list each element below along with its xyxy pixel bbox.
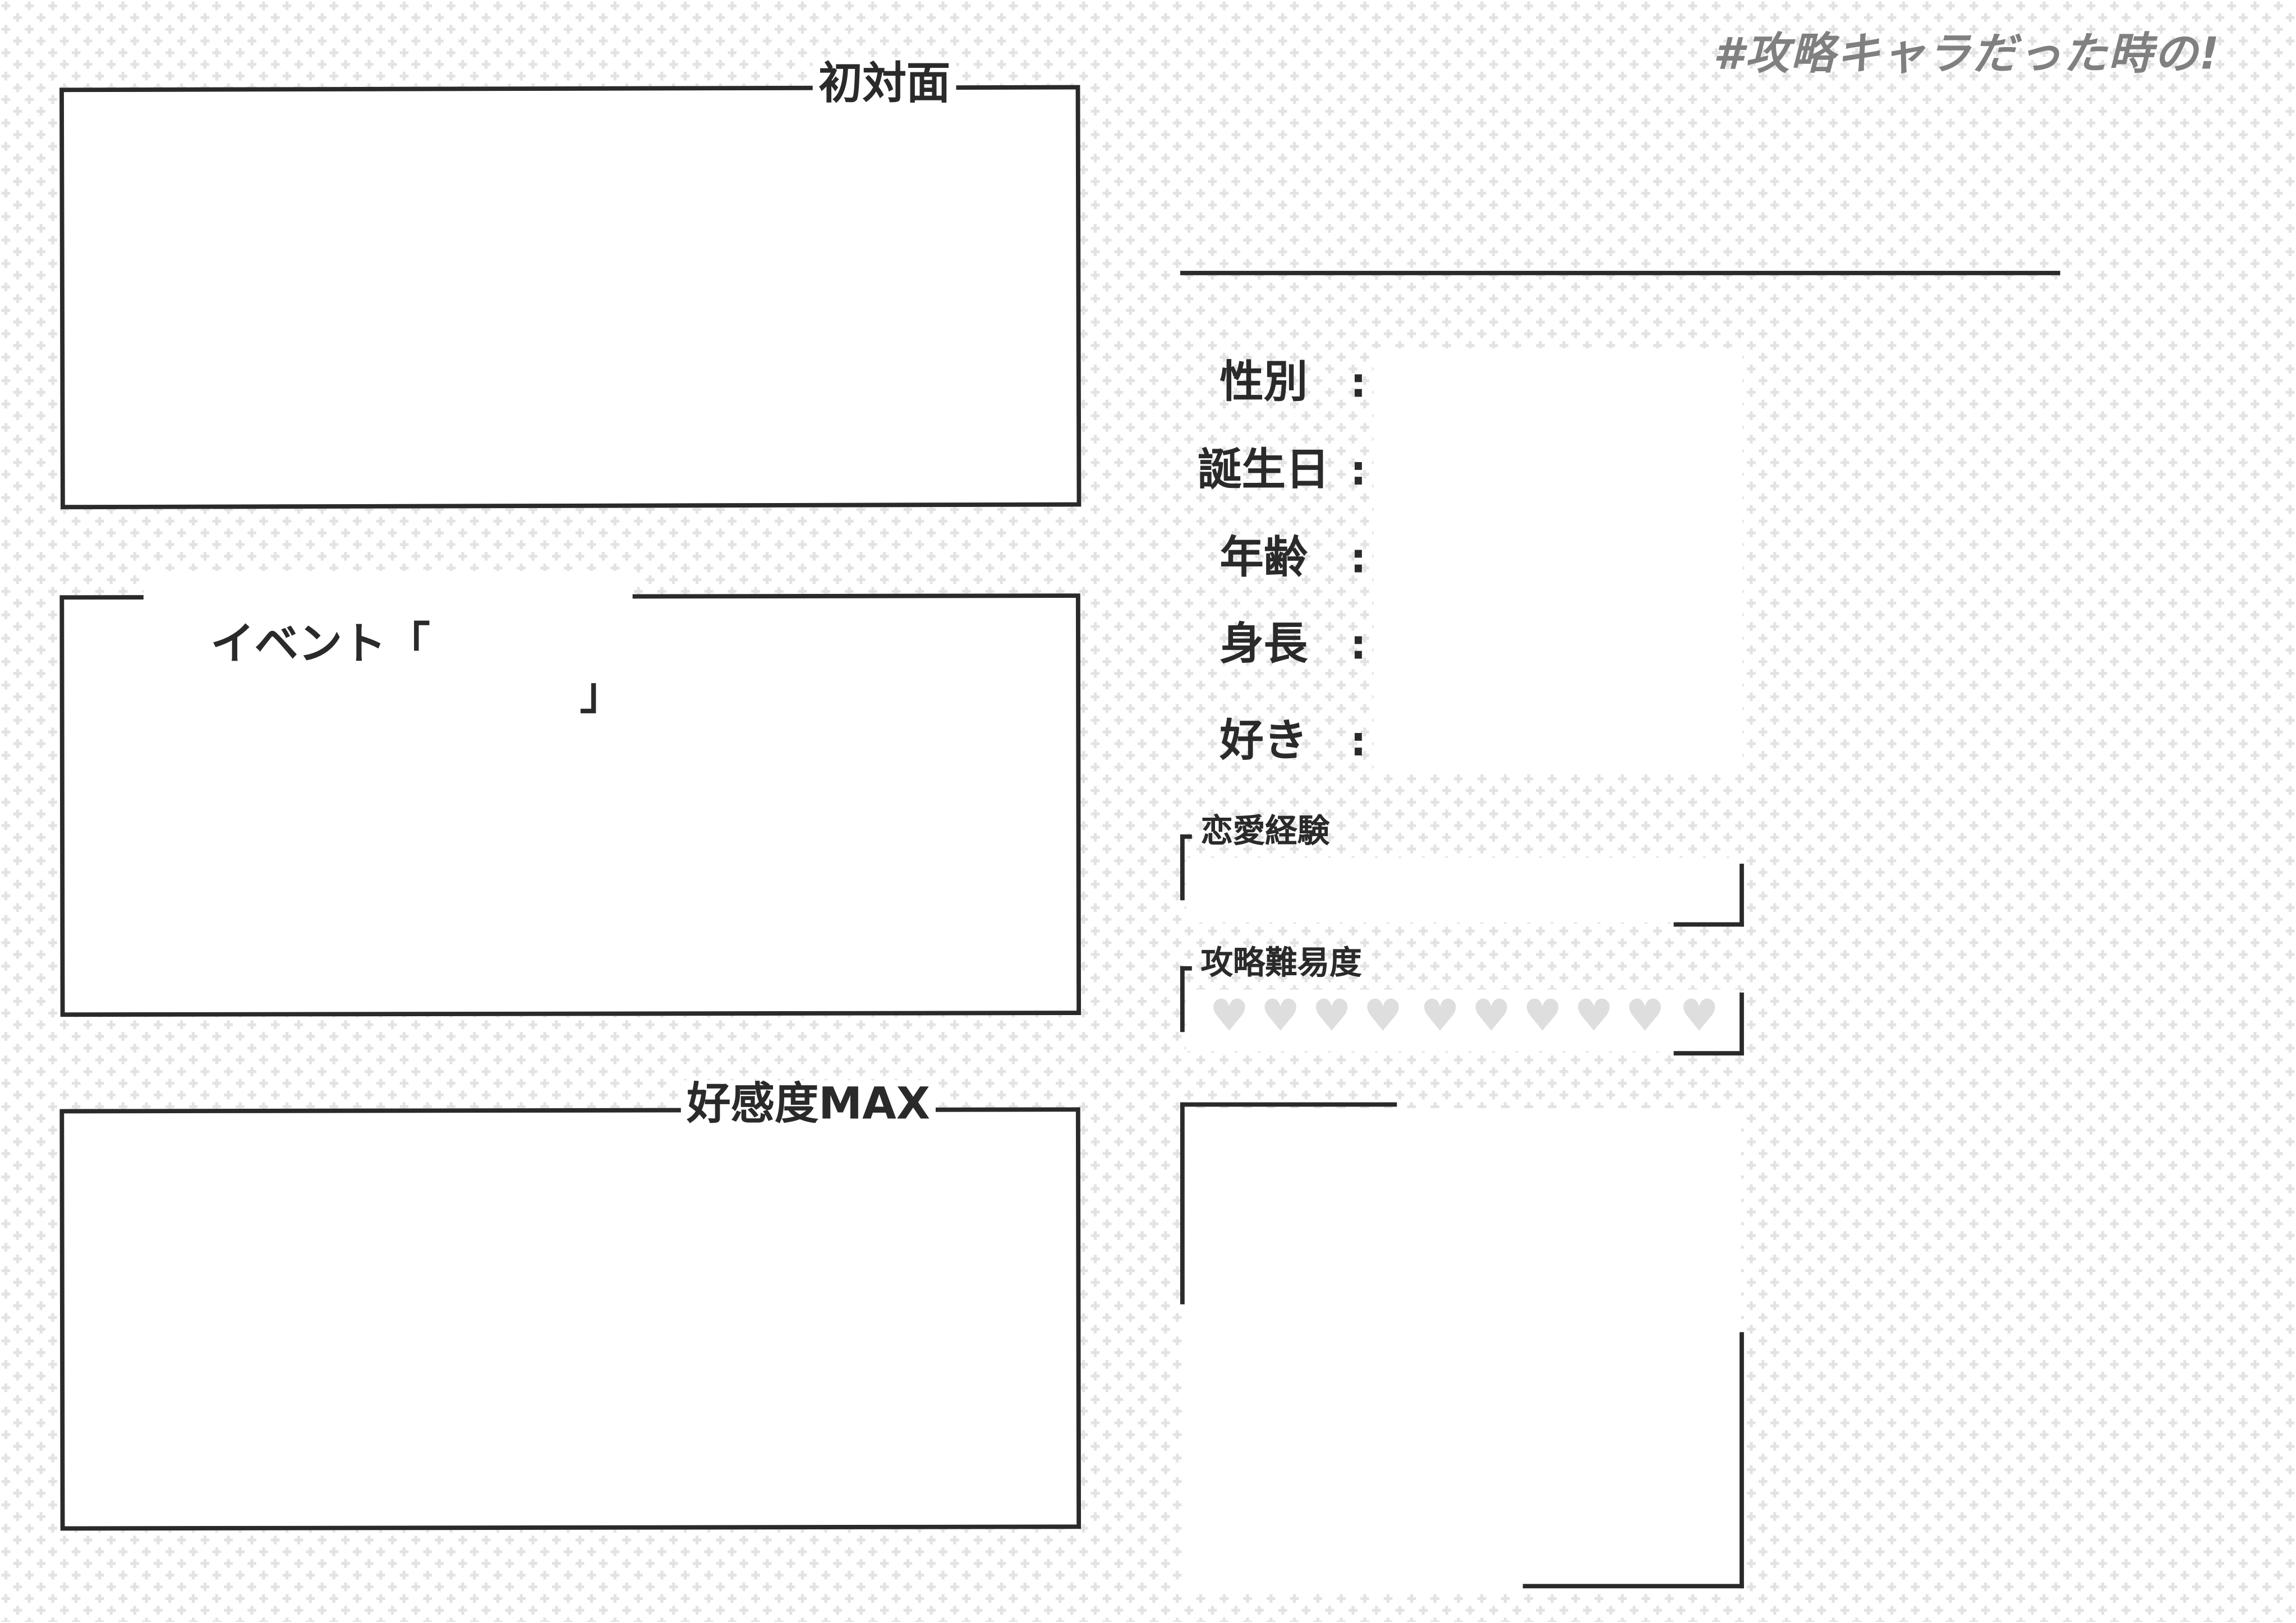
likes-colon: : [1350, 717, 1366, 766]
age-label: 年齢 [1220, 533, 1308, 584]
romance-bracket-top [1180, 834, 1192, 839]
difficulty-heart-icon[interactable]: ♥ [1260, 991, 1300, 1043]
birthday-input[interactable] [1377, 442, 1740, 500]
difficulty-bracket-bottom [1673, 1051, 1744, 1056]
difficulty-heart-icon[interactable]: ♥ [1471, 991, 1511, 1043]
difficulty-bracket-left [1180, 966, 1185, 1032]
sheet-headline: #攻略キャラだった時の! [1713, 29, 2221, 81]
difficulty-heart-icon[interactable]: ♥ [1363, 991, 1403, 1043]
free-area-bracket-top [1180, 1102, 1397, 1107]
romance-experience-label: 恋愛経験 [1200, 814, 1330, 851]
difficulty-area [1186, 989, 1740, 1052]
free-illustration-area[interactable] [1184, 1108, 1741, 1592]
difficulty-heart-icon[interactable]: ♥ [1522, 991, 1562, 1043]
max-affection-title: 好感度MAX [680, 1080, 936, 1131]
free-area-bracket-bottom [1522, 1584, 1744, 1589]
difficulty-heart-icon[interactable]: ♥ [1625, 991, 1665, 1043]
name-field[interactable] [1180, 176, 2059, 269]
difficulty-bracket-top [1180, 966, 1192, 971]
age-input[interactable] [1377, 530, 1740, 588]
birthday-label: 誕生日 [1198, 445, 1330, 496]
gender-label: 性別 [1220, 357, 1308, 409]
difficulty-label: 攻略難易度 [1200, 946, 1362, 983]
event-title-prefix: イベント「 [210, 619, 430, 671]
difficulty-heart-icon[interactable]: ♥ [1420, 991, 1460, 1043]
max-affection-panel[interactable] [59, 1107, 1082, 1531]
height-colon: : [1350, 620, 1366, 669]
height-input[interactable] [1377, 616, 1740, 675]
free-area-bracket-left [1180, 1102, 1185, 1304]
first-meeting-panel[interactable] [59, 85, 1082, 510]
romance-bracket-right [1740, 864, 1744, 927]
difficulty-heart-icon[interactable]: ♥ [1574, 991, 1614, 1043]
difficulty-heart-icon[interactable]: ♥ [1312, 991, 1352, 1043]
difficulty-heart-icon[interactable]: ♥ [1680, 991, 1719, 1043]
romance-experience-area[interactable] [1186, 857, 1740, 923]
romance-bracket-bottom [1673, 922, 1744, 927]
free-area-bracket-right [1740, 1332, 1744, 1589]
gender-input[interactable] [1377, 354, 1740, 413]
event-title-suffix: 」 [579, 668, 624, 721]
name-underline [1180, 270, 2060, 275]
event-title: イベント「 」 [143, 571, 633, 771]
first-meeting-title: 初対面 [812, 59, 956, 110]
difficulty-heart-icon[interactable]: ♥ [1209, 991, 1249, 1043]
birthday-colon: : [1350, 446, 1366, 495]
gender-colon: : [1350, 358, 1366, 407]
height-label: 身長 [1220, 619, 1308, 671]
difficulty-bracket-right [1740, 992, 1744, 1056]
romance-bracket-left [1180, 834, 1185, 901]
likes-label: 好き [1220, 716, 1308, 767]
profile-fields-area [1373, 348, 1743, 773]
likes-input[interactable] [1377, 708, 1740, 773]
age-colon: : [1350, 534, 1366, 583]
